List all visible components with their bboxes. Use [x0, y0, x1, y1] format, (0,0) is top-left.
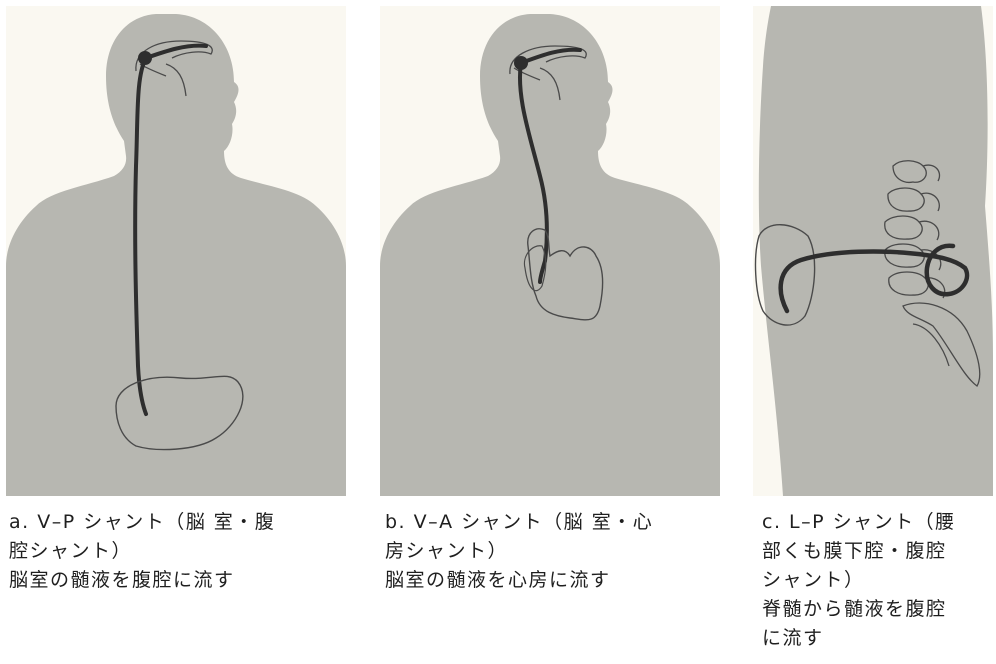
va-shunt-figure [380, 6, 720, 496]
caption-title-line: シャント） [762, 566, 992, 595]
caption-vp-shunt: a. V–P シャント（脳 室・腹 腔シャント） 脳室の髄液を腹腔に流す [9, 508, 344, 595]
caption-title-line: 部くも膜下腔・腹腔 [762, 537, 992, 566]
caption-title-line: 房シャント） [385, 537, 720, 566]
caption-description: 脳室の髄液を腹腔に流す [9, 566, 344, 595]
shunt-valve [514, 56, 528, 70]
body-silhouette [6, 14, 346, 496]
shunt-valve [138, 51, 152, 65]
caption-description-line: 脊髄から髄液を腹腔 [762, 595, 992, 624]
caption-va-shunt: b. V–A シャント（脳 室・心 房シャント） 脳室の髄液を心房に流す [385, 508, 720, 595]
caption-title-line: 腔シャント） [9, 537, 344, 566]
illustration-vp-shunt [6, 6, 346, 496]
caption-title-line: a. V–P シャント（脳 室・腹 [9, 508, 344, 537]
caption-title-line: b. V–A シャント（脳 室・心 [385, 508, 720, 537]
caption-description: 脳室の髄液を心房に流す [385, 566, 720, 595]
caption-description-line: に流す [762, 624, 992, 653]
lp-shunt-figure [753, 6, 993, 496]
illustration-lp-shunt [753, 6, 993, 496]
vp-shunt-figure [6, 6, 346, 496]
illustration-va-shunt [380, 6, 720, 496]
caption-lp-shunt: c. L–P シャント（腰 部くも膜下腔・腹腔 シャント） 脊髄から髄液を腹腔 … [762, 508, 992, 653]
caption-title-line: c. L–P シャント（腰 [762, 508, 992, 537]
